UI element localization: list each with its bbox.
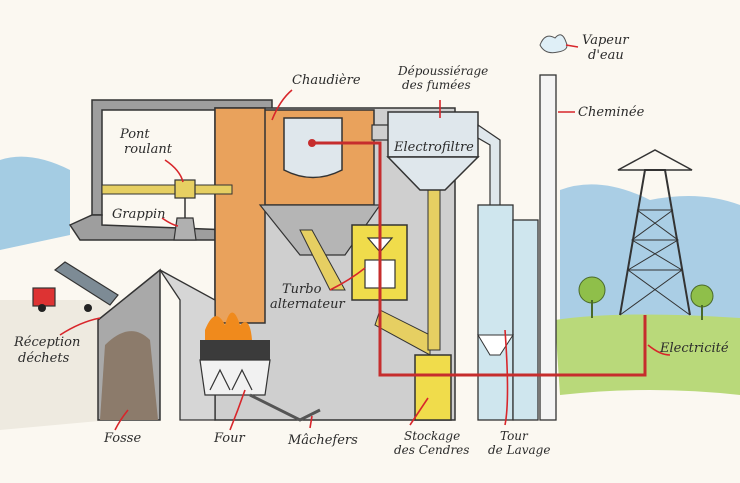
furnace-shaft — [214, 107, 266, 324]
garbage-truck — [32, 261, 119, 312]
arrow-reception — [59, 317, 101, 336]
arrow-vapeur — [565, 44, 579, 48]
power-node — [308, 139, 316, 147]
label-tour: Tour de Lavage — [488, 429, 550, 457]
trees — [578, 276, 714, 320]
truck-body — [53, 261, 119, 306]
arrow-four — [229, 389, 246, 431]
filter-hopper — [386, 156, 480, 191]
tree-canopy-2 — [690, 284, 714, 308]
steam-cloud — [539, 34, 568, 54]
overhead-crane — [101, 179, 233, 241]
label-depoussierage: Dépoussiérage des fumées — [397, 64, 492, 92]
power-line — [312, 141, 647, 377]
ash-hopper — [258, 204, 382, 256]
filter-outlet-duct — [477, 123, 501, 211]
label-fosse: Fosse — [103, 431, 141, 446]
ash-duct-yellow — [299, 229, 346, 291]
label-reception: Réception déchets — [13, 335, 85, 366]
truck-wheel-front — [38, 304, 46, 312]
label-stockage: Stockage des Cendres — [394, 429, 469, 457]
arrow-pont — [164, 159, 184, 183]
label-turbo: Turbo alternateur — [270, 282, 345, 312]
grate — [200, 340, 270, 360]
arrow-turbo — [329, 267, 366, 291]
label-machefers: Mâchefers — [287, 433, 358, 448]
tree-canopy-1 — [578, 276, 606, 304]
label-arrows — [59, 44, 671, 431]
label-cheminee: Cheminée — [578, 105, 645, 120]
boiler-drum — [283, 117, 343, 179]
label-four: Four — [213, 431, 246, 446]
label-chaudiere: Chaudière — [292, 73, 361, 88]
label-electricite: Electricité — [659, 341, 729, 356]
ground-left — [0, 300, 110, 430]
ash-hoppers-under-grate — [199, 359, 271, 396]
pylon-lattice — [619, 209, 691, 316]
grab — [173, 217, 197, 241]
label-vapeur: Vapeur d'eau — [582, 33, 633, 63]
crane-rail — [101, 184, 233, 195]
sky-left — [0, 156, 70, 250]
tower-cone — [477, 334, 514, 356]
pit-and-furnace — [97, 268, 321, 422]
chimney-stack — [539, 74, 557, 421]
waste-pile — [100, 331, 158, 420]
arrow-fosse — [114, 409, 129, 431]
fire — [205, 312, 252, 345]
electrostatic-filter — [386, 111, 501, 211]
arrow-stockage — [409, 397, 429, 426]
tower-column-right — [512, 219, 539, 421]
arrow-tour — [504, 329, 509, 426]
truck-wheel-rear — [84, 304, 92, 312]
label-electrofiltre: Electrofiltre — [393, 140, 474, 155]
arrow-chaudiere — [271, 89, 293, 121]
filter-hopper-duct — [427, 189, 441, 351]
slag-conveyor — [249, 393, 321, 422]
arrow-machefers — [309, 415, 313, 429]
arrow-electricite — [647, 344, 671, 356]
truck-cab — [32, 287, 56, 307]
power-pylon — [617, 149, 693, 316]
labels: Pont roulant Grappin Chaudière Dépoussié… — [13, 33, 729, 457]
ash-storage-silo — [414, 354, 452, 421]
hopper-teeth — [209, 368, 253, 391]
chimney — [539, 34, 568, 421]
label-grappin: Grappin — [112, 207, 166, 222]
feed-chute — [159, 269, 216, 421]
label-pont-roulant: Pont roulant — [119, 127, 173, 157]
crane-trolley — [174, 179, 196, 199]
arrow-grappin — [161, 217, 179, 227]
pylon-arms — [617, 149, 693, 171]
